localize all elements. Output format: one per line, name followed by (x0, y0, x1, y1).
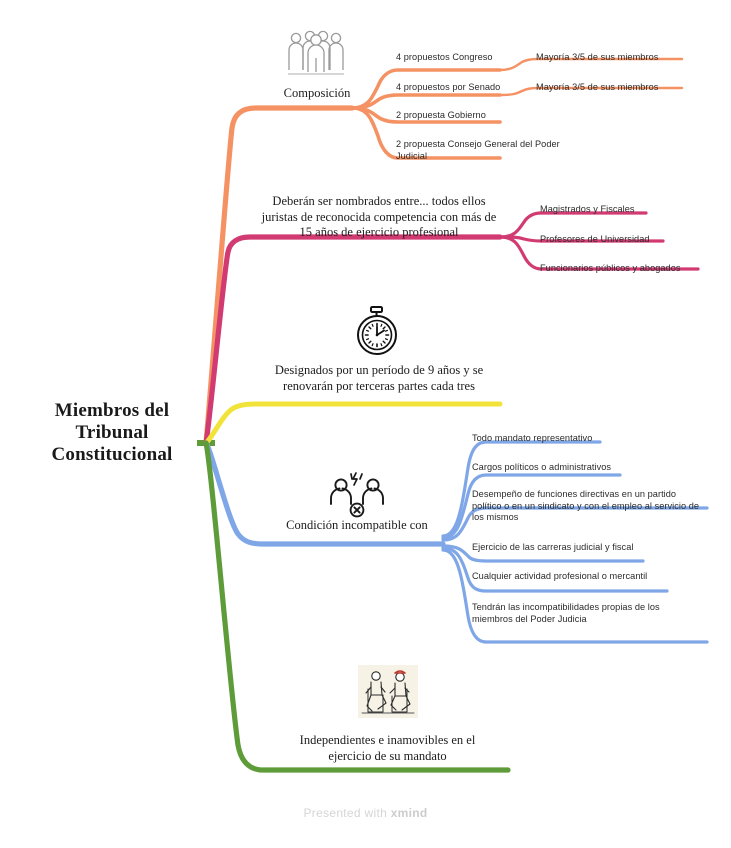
branch-label-nombramiento[interactable]: Deberán ser nombrados entre... todos ell… (261, 194, 497, 239)
branch-label-periodo[interactable]: Designados por un período de 9 años y se… (274, 363, 484, 393)
sub-node-carreras-judicial-fiscal[interactable]: Ejercicio de las carreras judicial y fis… (472, 542, 634, 552)
sub-node-mayoria-congreso[interactable]: Mayoría 3/5 de sus miembros (536, 52, 659, 62)
xmind-attribution: Presented with xmind (0, 806, 731, 820)
sub-node-4-propuestos-senado[interactable]: 4 propuestos por Senado (396, 82, 501, 92)
sub-node-magistrados-fiscales[interactable]: Magistrados y Fiscales (540, 204, 635, 214)
conflict-people-icon (326, 470, 388, 525)
branch-label-incompatible[interactable]: Condición incompatible con (286, 518, 428, 532)
sub-node-cargos-politicos[interactable]: Cargos políticos o administrativos (472, 462, 612, 472)
sub-node-funciones-directivas[interactable]: Desempeño de funciones directivas en un … (472, 489, 700, 522)
two-men-seated-sketch-icon (358, 665, 418, 723)
stopwatch-icon (349, 306, 405, 363)
attribution-prefix: Presented with (303, 806, 391, 820)
sub-node-incompatibilidades-poder-judicial[interactable]: Tendrán las incompatibilidades propias d… (472, 602, 660, 624)
sub-node-mandato-representativo[interactable]: Todo mandato representativo (472, 433, 593, 443)
sub-node-2-propuesta-consejo[interactable]: 2 propuesta Consejo General del Poder Ju… (396, 139, 560, 161)
branch-label-independientes[interactable]: Independientes e inamovibles en el ejerc… (299, 733, 476, 763)
sub-node-actividad-profesional[interactable]: Cualquier actividad profesional o mercan… (472, 571, 648, 581)
sub-node-mayoria-senado[interactable]: Mayoría 3/5 de sus miembros (536, 82, 659, 92)
branch-label-composicion[interactable]: Composición (283, 86, 351, 100)
group-of-people-icon (282, 28, 350, 85)
sub-node-2-propuesta-gobierno[interactable]: 2 propuesta Gobierno (396, 110, 486, 120)
sub-node-4-propuestos-congreso[interactable]: 4 propuestos Congreso (396, 52, 493, 62)
root-node-title[interactable]: Miembros del Tribunal Constitucional (51, 400, 173, 465)
sub-node-profesores-universidad[interactable]: Profesores de Universidad (540, 234, 650, 244)
sub-node-funcionarios-abogados[interactable]: Funcionarios públicos y abogados (540, 263, 681, 273)
xmind-brand: xmind (390, 806, 428, 820)
